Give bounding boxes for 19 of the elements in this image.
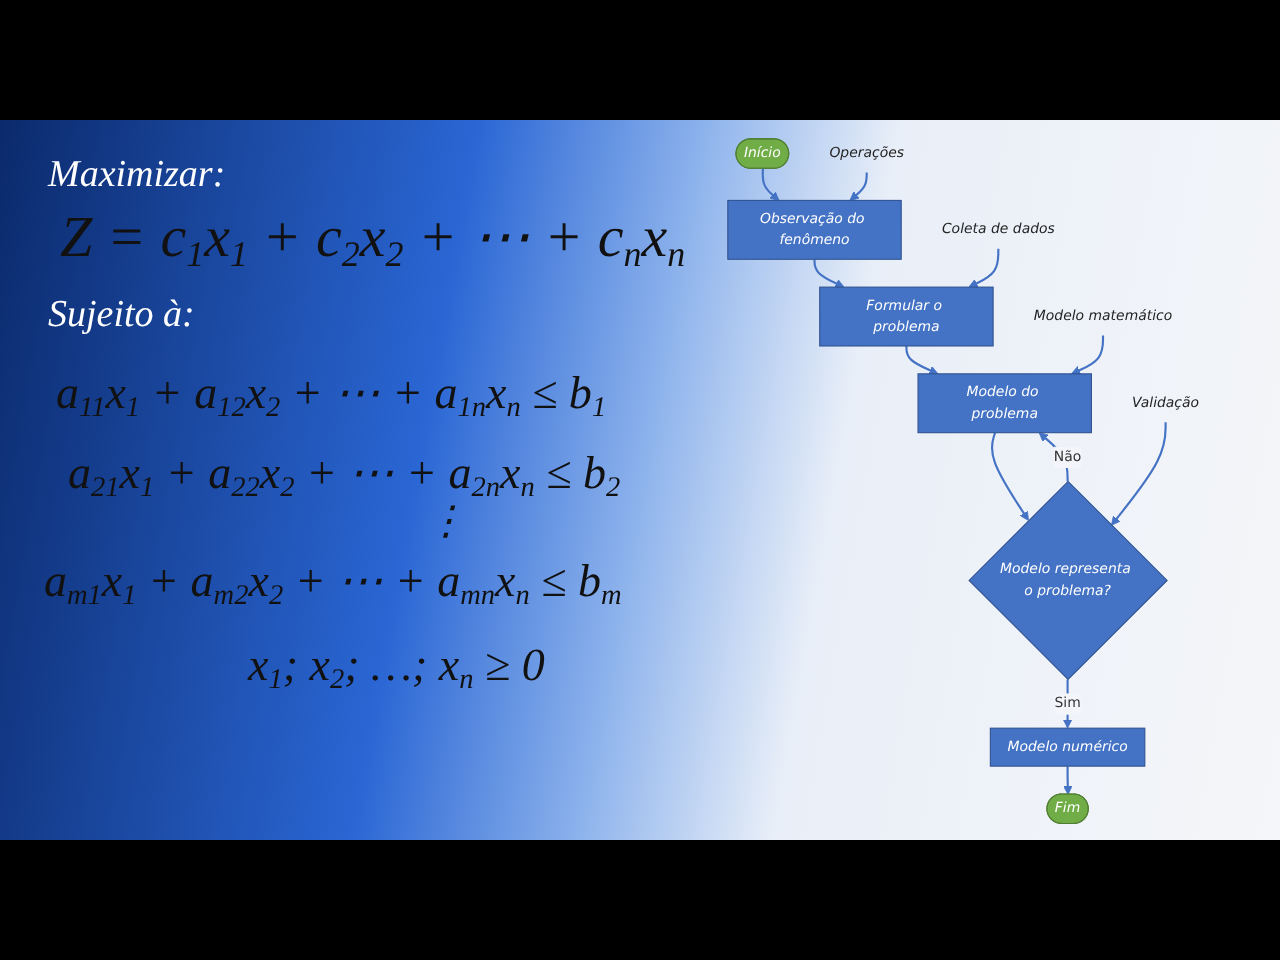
constraint-equation: a$_{21}$x$_{1}$ + a$_{22}$x$_{2}$ + ⋯ + a$_{2n}$x$_{n}$ ≤ b$_{2}$ [68,448,621,499]
arrow [849,172,868,201]
constraints-heading: Sujeito à: [48,296,195,338]
arrow [1111,422,1167,526]
arrow [990,432,1029,521]
arrow [813,259,845,288]
arrow [968,248,1000,288]
constraint-equation: a$_{m1}$x$_{1}$ + a$_{m2}$x$_{2}$ + ⋯ + a$_{mn}$x$_{n}$ ≤ b$_{m}$ [44,556,622,607]
arrow [1038,432,1069,482]
arrow [761,168,780,201]
vertical-ellipsis: ⋮ [426,500,466,544]
non-negativity-condition: x$_{1}$; x$_{2}$; …; x$_{n}$ ≥ 0 [248,640,545,691]
objective-function: Z = c$_{1}$x$_{1}$ + c$_{2}$x$_{2}$ + ⋯ + c$_{n}$x$_{n}$ [60,208,686,272]
arrow [1062,679,1073,729]
arrow [1063,766,1073,795]
constraint-equation: a$_{11}$x$_{1}$ + a$_{12}$x$_{2}$ + ⋯ + a$_{1n}$x$_{n}$ ≤ b$_{1}$ [56,368,607,419]
arrow [1071,335,1105,375]
objective-heading: Maximizar: [48,156,226,198]
arrow [905,346,939,375]
